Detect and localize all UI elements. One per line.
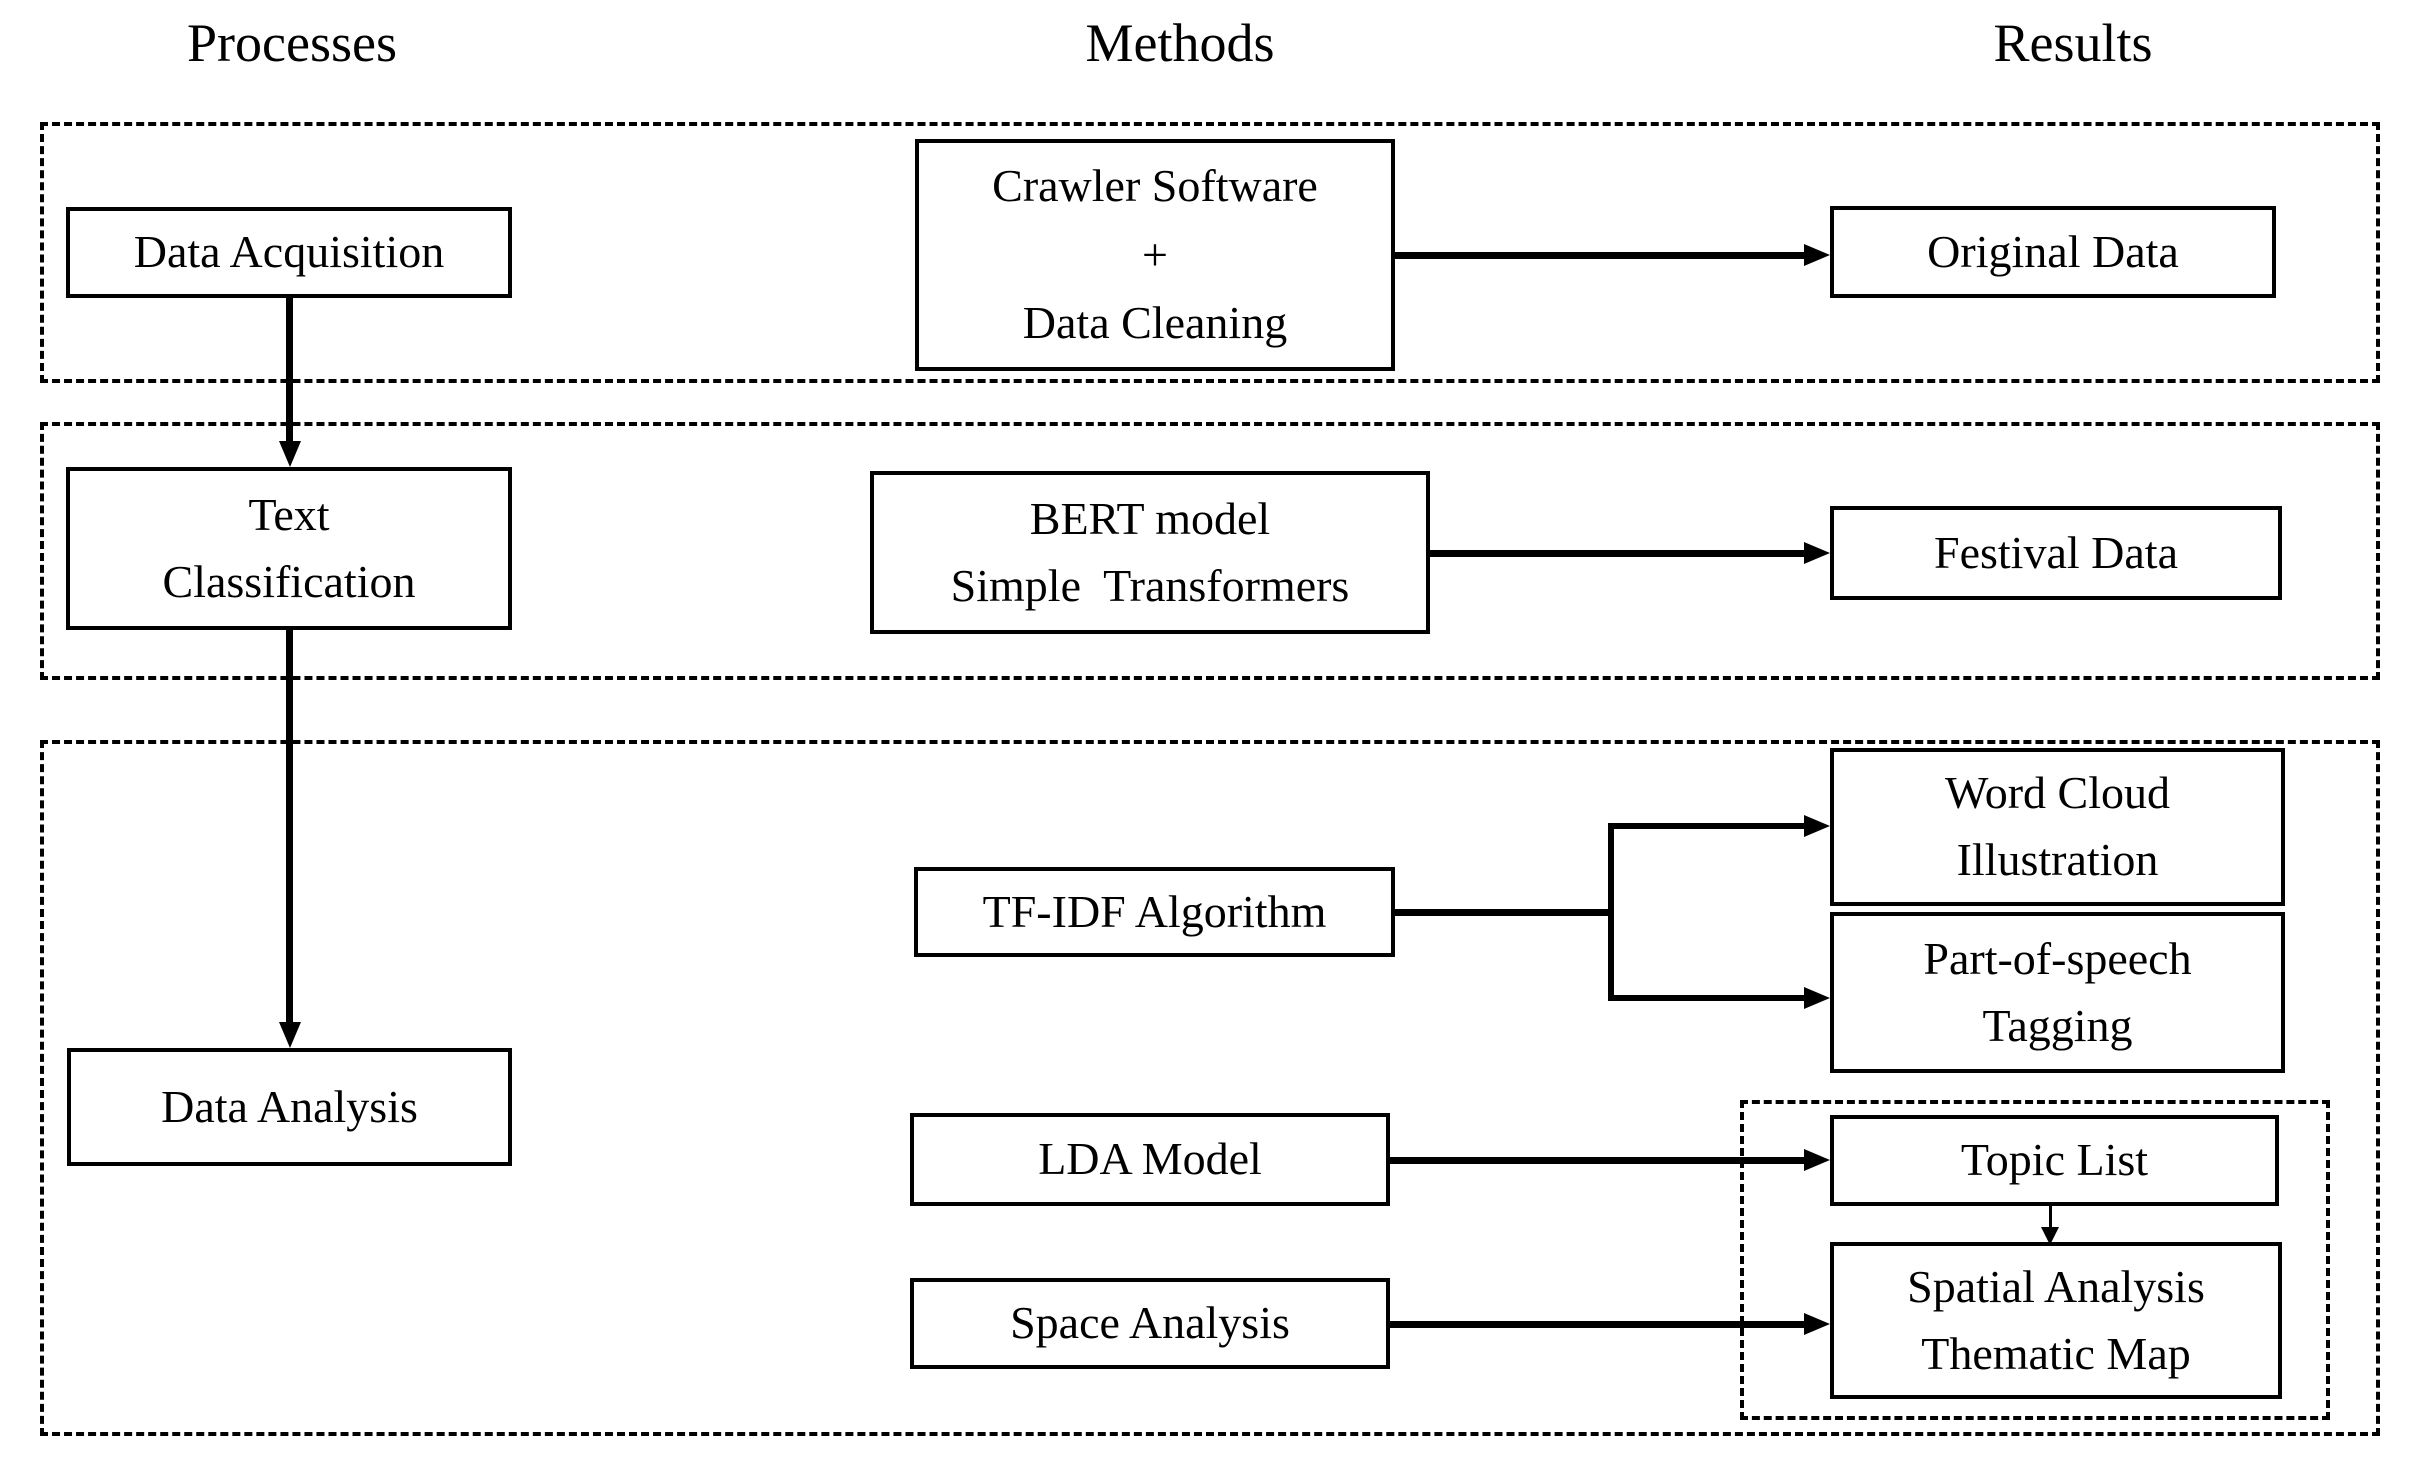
arrow-head-icon: [1804, 542, 1830, 564]
box-label: Word Cloud: [1944, 767, 2170, 819]
arrow-head-icon: [2041, 1227, 2059, 1245]
box-label: Original Data: [1927, 225, 2179, 277]
box-label: Illustration: [1956, 834, 2159, 885]
arrow-line: [1608, 823, 1614, 1001]
arrow-head-icon: [279, 441, 301, 467]
arrow-line: [1395, 909, 1611, 916]
box-label: Data Acquisition: [133, 226, 445, 278]
dashed-group-topic-spatial: [1740, 1100, 2330, 1420]
box-label: Topic List: [1960, 1134, 2149, 1186]
arrow-head-icon: [1804, 244, 1830, 266]
box-spatial-analysis-thematic-map: Spatial Analysis Thematic Map: [1830, 1242, 2282, 1399]
dashed-section-row-acquisition: [40, 122, 2380, 383]
box-lda-model: LDA Model: [910, 1113, 1390, 1206]
arrow-line: [1430, 550, 1804, 557]
box-label: Text: [248, 488, 330, 540]
box-label: Spatial Analysis: [1907, 1260, 2205, 1312]
box-label: Crawler Software: [992, 160, 1318, 212]
dashed-section-row-analysis: [40, 740, 2380, 1436]
box-tf-idf-algorithm: TF-IDF Algorithm: [914, 867, 1395, 957]
column-heading-methods: Methods: [1085, 13, 1275, 73]
arrow-line: [2049, 1205, 2052, 1229]
box-original-data: Original Data: [1830, 206, 2276, 298]
arrow-head-icon: [1804, 1313, 1830, 1335]
arrow-line: [1390, 1321, 1804, 1328]
box-space-analysis: Space Analysis: [910, 1278, 1390, 1369]
arrow-line: [1395, 252, 1804, 259]
arrow-line: [286, 298, 293, 441]
box-label: Simple Transformers: [950, 559, 1350, 611]
box-crawler-software: Crawler Software + Data Cleaning: [915, 139, 1395, 371]
arrow-line: [1608, 823, 1804, 829]
box-label: Thematic Map: [1921, 1327, 2191, 1379]
box-bert-model: BERT model Simple Transformers: [870, 471, 1430, 634]
arrow-line: [286, 630, 293, 1022]
box-text-classification: Text Classification: [66, 467, 512, 630]
arrow-head-icon: [1804, 987, 1830, 1009]
box-data-analysis: Data Analysis: [67, 1048, 512, 1166]
box-topic-list: Topic List: [1830, 1115, 2279, 1206]
box-label: BERT model: [1029, 492, 1271, 544]
box-label: LDA Model: [1038, 1133, 1262, 1185]
plus-sign: +: [1142, 228, 1168, 280]
box-data-acquisition: Data Acquisition: [66, 207, 512, 298]
box-label: TF-IDF Algorithm: [982, 885, 1327, 937]
box-label: Festival Data: [1934, 526, 2178, 578]
column-heading-results: Results: [1993, 13, 2153, 73]
box-label: Data Cleaning: [1022, 297, 1288, 349]
arrow-head-icon: [1804, 815, 1830, 837]
box-label: Part-of-speech: [1923, 932, 2192, 984]
arrow-head-icon: [1804, 1149, 1830, 1171]
box-festival-data: Festival Data: [1830, 506, 2282, 600]
box-part-of-speech-tagging: Part-of-speech Tagging: [1830, 912, 2285, 1073]
box-label: Classification: [162, 555, 416, 607]
dashed-section-row-classification: [40, 422, 2380, 680]
column-heading-processes: Processes: [187, 13, 397, 73]
arrow-line: [1608, 995, 1804, 1001]
box-label: Tagging: [1982, 999, 2133, 1051]
box-label: Space Analysis: [1010, 1297, 1290, 1349]
box-word-cloud-illustration: Word Cloud Illustration: [1830, 748, 2285, 906]
arrow-head-icon: [279, 1022, 301, 1048]
box-label: Data Analysis: [161, 1080, 418, 1132]
arrow-line: [1390, 1157, 1804, 1164]
